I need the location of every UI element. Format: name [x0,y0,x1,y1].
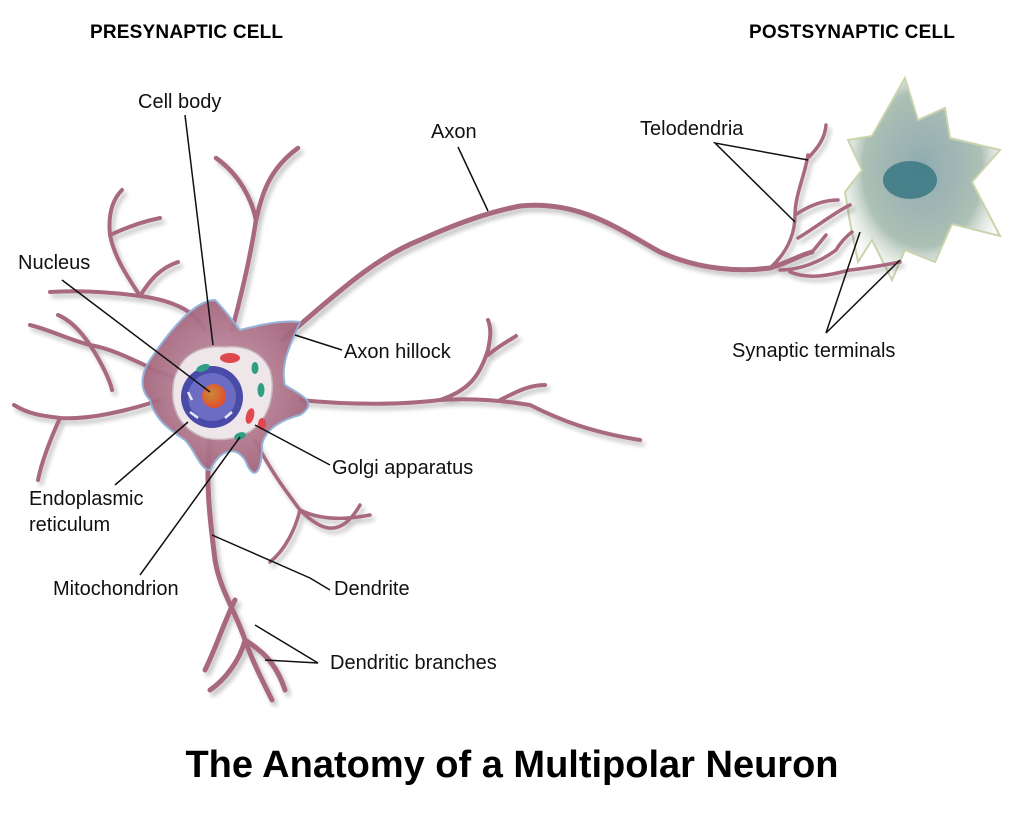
postsynaptic-cell [843,75,1002,283]
label-dendritic-branches: Dendritic branches [330,652,497,674]
leader-axon-hillock [294,334,343,351]
leader-axon [457,146,489,212]
label-endoplasmic-reticulum-line1: Endoplasmic [29,488,144,510]
label-telodendria: Telodendria [640,118,744,140]
label-dendrite: Dendrite [334,578,410,600]
label-golgi-apparatus: Golgi apparatus [332,457,474,479]
postsynaptic-nucleus [883,161,937,199]
cell-body [141,298,310,474]
leader-mitochondrion [139,436,241,576]
leader-er [114,421,189,486]
leader-lines [61,114,901,664]
label-endoplasmic-reticulum-line2: reticulum [29,514,111,536]
label-axon: Axon [431,121,477,143]
neuron-processes [12,123,902,703]
label-nucleus: Nucleus [18,252,91,274]
leader-nucleus [61,279,211,393]
label-cell-body: Cell body [138,91,222,113]
label-synaptic-terminals: Synaptic terminals [732,340,896,362]
label-axon-hillock: Axon hillock [344,341,451,363]
label-mitochondrion: Mitochondrion [53,578,179,600]
leader-golgi [254,424,331,466]
leader-dendritic-branches [254,624,319,664]
dendrite [253,438,372,564]
mitochondria [196,362,265,440]
dendrite [12,313,182,482]
leader-telodendria [712,141,809,223]
leader-dendrite [211,534,331,591]
telodendria [768,123,902,278]
dendrite [213,145,301,333]
nucleolus [202,384,226,408]
golgi-apparatus [220,353,266,430]
presynaptic-header: PRESYNAPTIC CELL [90,22,284,43]
dendrite-main [202,437,288,703]
leader-synaptic-terminals [825,231,901,334]
dendrite [48,188,207,332]
leader-cell-body [184,114,214,346]
diagram-title: The Anatomy of a Multipolar Neuron [185,744,839,786]
postsynaptic-header: POSTSYNAPTIC CELL [749,22,956,43]
axon [279,202,815,343]
dendrite [298,318,642,442]
nucleus [181,366,243,428]
